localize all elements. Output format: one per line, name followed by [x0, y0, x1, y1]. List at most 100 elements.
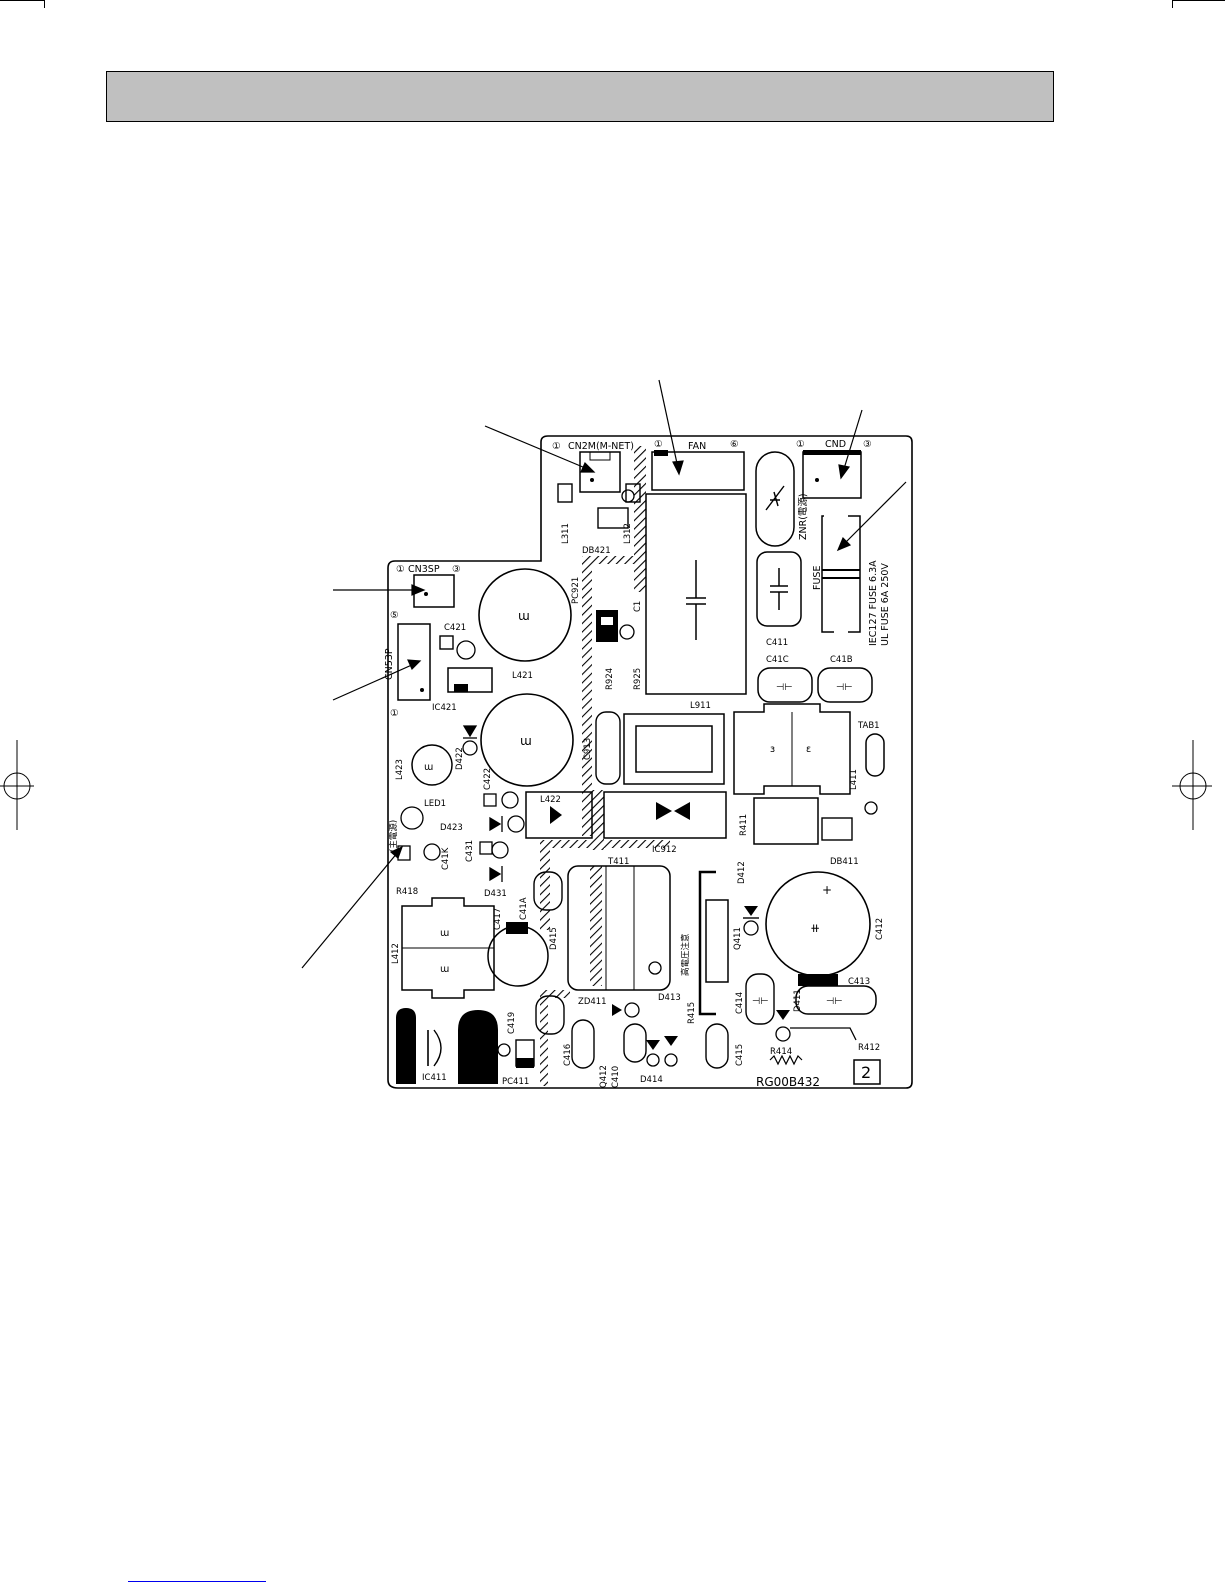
cn3sp-pin1: ①	[396, 564, 405, 575]
label-l422: L422	[540, 795, 561, 805]
label-c410: C410	[611, 1066, 621, 1088]
cn53p-pin1: ①	[390, 708, 399, 719]
svg-text:⧺: ⧺	[810, 921, 820, 935]
capacitor-c421	[439, 635, 454, 650]
label-pc411: PC411	[502, 1077, 529, 1087]
label-d415: D415	[549, 927, 559, 950]
tab1	[865, 733, 885, 777]
board-outline	[387, 435, 913, 1089]
label-d413: D413	[658, 993, 681, 1003]
ic912	[603, 791, 727, 839]
high-voltage-label: 高電圧注意	[680, 933, 691, 976]
label-c1: C1	[633, 601, 643, 612]
label-r411: R411	[739, 814, 749, 836]
label-c419: C419	[507, 1012, 517, 1034]
cnd-label: CND	[825, 439, 846, 450]
label-q412: Q412	[599, 1065, 609, 1088]
znr-varistor	[755, 451, 795, 547]
choke-l311	[557, 483, 573, 503]
svg-text:ɯ: ɯ	[518, 609, 530, 623]
label-r414: R414	[770, 1047, 792, 1057]
diodes-left-group	[397, 725, 525, 882]
capacitor-c416	[571, 1019, 595, 1069]
svg-text:⊣⊢: ⊣⊢	[776, 682, 793, 693]
connector-cn3sp: CN3SP ① ③	[396, 564, 461, 608]
label-zd411: ZD411	[578, 997, 607, 1007]
large-capacitor-box	[645, 493, 747, 695]
capacitor-c41c	[757, 667, 813, 703]
label-r924: R924	[605, 668, 615, 690]
crop-mark-top-right	[1172, 0, 1225, 1]
label-l421: L421	[512, 671, 533, 681]
registration-mark-right	[1172, 740, 1212, 830]
svg-text:ɯ: ɯ	[424, 762, 433, 773]
label-c41c: C41C	[766, 655, 789, 665]
capacitor-c411	[756, 551, 802, 627]
label-d422: D422	[455, 747, 465, 770]
cn53p-label: CN53P	[384, 648, 395, 680]
label-d411: D411	[793, 989, 803, 1012]
label-c913: C913	[583, 738, 593, 760]
cn53p-pin5: ⑤	[390, 610, 399, 621]
capacitor-c414	[745, 973, 775, 1025]
capacitor-c417	[487, 925, 549, 987]
transformer-t411	[567, 865, 671, 991]
label-r418: R418	[396, 887, 418, 897]
ic411	[396, 1008, 416, 1084]
label-tab1: TAB1	[857, 721, 880, 731]
label-ic912: IC912	[652, 845, 677, 855]
svg-text:⊣⊢: ⊣⊢	[752, 996, 769, 1007]
cn2m-pin1: ①	[552, 441, 561, 452]
ic421	[447, 667, 493, 693]
callout-leaders	[301, 379, 907, 969]
label-ic421: IC421	[432, 703, 457, 713]
label-r415: R415	[687, 1002, 697, 1024]
label-c421: C421	[444, 623, 466, 633]
cn3sp-pin3: ③	[452, 564, 461, 575]
svg-text:+: +	[822, 883, 832, 897]
label-led1: LED1	[424, 799, 446, 809]
choke-l312	[625, 483, 641, 503]
cnd-pin1: ①	[796, 439, 805, 450]
registration-mark-left	[0, 740, 34, 830]
capacitor-c415	[705, 1023, 729, 1069]
label-l311: L311	[561, 523, 571, 544]
board-part-number: RG00B432	[756, 1075, 820, 1089]
heatsink-bracket	[698, 870, 716, 1016]
label-d431: D431	[484, 889, 507, 899]
fan-pin1: ①	[654, 439, 663, 450]
pc411-shape	[458, 1010, 498, 1084]
label-db411: DB411	[830, 857, 859, 867]
label-l412: L412	[391, 943, 401, 964]
svg-text:ɯ: ɯ	[440, 964, 449, 975]
label-c422: C422	[483, 768, 493, 790]
label-c41k: C41K	[441, 847, 451, 870]
crop-mark-top-right-v	[1172, 0, 1173, 8]
section-header-bar	[106, 71, 1054, 122]
resistor-r411	[753, 797, 819, 845]
crop-mark-top-left	[0, 0, 45, 1]
label-q411: Q411	[733, 927, 743, 950]
hatched-barriers	[540, 446, 670, 1086]
label-c412: C412	[875, 918, 885, 940]
capacitor-c41b	[817, 667, 873, 703]
connector-cn53p: ⑤ ① CN53P	[384, 610, 431, 719]
label-c431: C431	[465, 840, 475, 862]
cn3sp-label: CN3SP	[408, 564, 440, 575]
inductor-l421	[478, 568, 572, 662]
fan-label: FAN	[688, 441, 706, 452]
label-d423: D423	[440, 823, 463, 833]
fan-pin6: ⑥	[730, 439, 739, 450]
inductor-l411	[733, 703, 851, 795]
svg-text:ɯ: ɯ	[440, 928, 449, 939]
label-c41a: C41A	[519, 897, 529, 920]
label-d412: D412	[737, 861, 747, 884]
fuse-label: FUSE	[812, 566, 823, 590]
svg-text:⊣⊢: ⊣⊢	[836, 682, 853, 693]
fuse-rating-1: IEC127 FUSE 6.3A	[868, 560, 879, 646]
label-ic411: IC411	[422, 1073, 447, 1083]
label-c41b: C41B	[830, 655, 853, 665]
fuse-holder: FUSE IEC127 FUSE 6.3A UL FUSE 6A 250V	[812, 515, 891, 646]
znr-label: ZNR(電源)	[798, 493, 809, 540]
